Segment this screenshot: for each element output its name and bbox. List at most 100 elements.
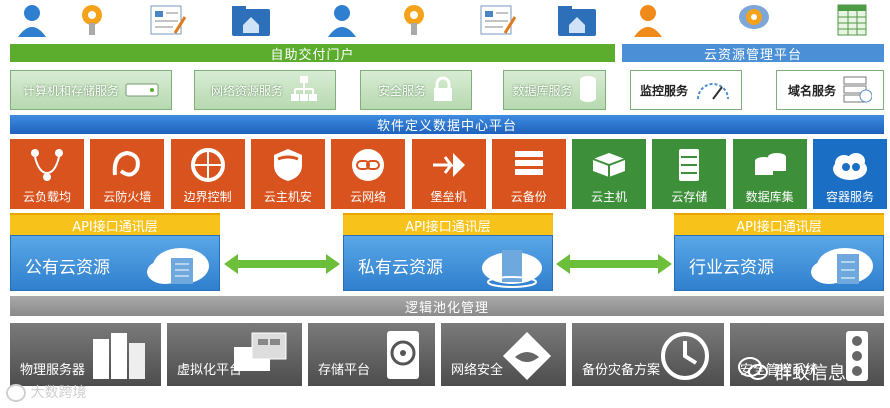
pool-title-bar: 逻辑池化管理 [10, 296, 884, 316]
sddc-title: 软件定义数据中心平台 [376, 119, 517, 134]
service-label: 安全服务 [377, 83, 426, 98]
tile-border-control[interactable]: 边界控制 [170, 139, 245, 209]
watermark-left: 大数跨境 [6, 382, 86, 402]
tile-firewall[interactable]: 云防火墙 [90, 139, 165, 209]
service-label: 数据库服务 [512, 83, 573, 98]
disk-icon [383, 329, 423, 387]
infra-net-security[interactable]: 网络安全 [441, 323, 566, 386]
api-layer-industry: API接口通讯层 [674, 213, 884, 235]
home-folder-icon[interactable] [556, 2, 596, 38]
cloud-building-icon [805, 240, 875, 293]
key-icon[interactable] [394, 2, 434, 38]
tile-load-balance[interactable]: 云负载均 [10, 139, 84, 209]
api-label: API接口通讯层 [405, 219, 491, 235]
service-dns[interactable]: 域名服务 [776, 70, 884, 110]
tile-bastion[interactable]: 堡垒机 [411, 139, 486, 209]
cloud-building-icon [474, 240, 544, 293]
traffic-light-icon [842, 329, 872, 387]
watermark-logo-icon [6, 384, 26, 402]
tile-container[interactable]: 容器服务 [813, 139, 887, 209]
tile-label: 容器服务 [825, 190, 874, 204]
public-cloud-box[interactable]: 公有云资源 [10, 235, 220, 291]
shield-icon [251, 145, 325, 185]
cloud-label: 公有云资源 [25, 258, 110, 278]
infra-label: 网络安全 [451, 363, 504, 378]
user-icon[interactable] [322, 2, 362, 38]
report-icon[interactable] [478, 2, 518, 38]
portal-title: 自助交付门户 [270, 47, 355, 63]
cloud-label: 行业云资源 [689, 258, 774, 278]
tile-label: 堡垒机 [430, 190, 467, 204]
user-icon[interactable] [628, 2, 668, 38]
backup-icon [492, 145, 566, 185]
server-icon [125, 80, 159, 101]
load-balance-icon [10, 145, 84, 185]
lock-icon [432, 76, 454, 105]
service-label: 网络资源服务 [210, 83, 283, 98]
infra-backup-plan[interactable]: 备份灾备方案 [572, 323, 724, 386]
tile-shield[interactable]: 云主机安 [250, 139, 325, 209]
api-layer-private: API接口通讯层 [343, 213, 553, 235]
infra-physical-server[interactable]: 物理服务器 [10, 323, 161, 386]
tile-label: 云网络 [350, 190, 387, 204]
watermark-right: 群蚁信息 [738, 356, 846, 387]
tile-label: 数据库集 [745, 190, 794, 204]
tile-host[interactable]: 云主机 [572, 139, 647, 209]
infra-label: 虚拟化平台 [177, 363, 243, 378]
spreadsheet-icon[interactable] [832, 2, 872, 38]
gauge-icon [694, 75, 732, 106]
virtualization-icon [230, 329, 290, 385]
storage-icon [652, 145, 726, 185]
tile-label: 云负载均 [22, 190, 71, 204]
infra-label: 备份灾备方案 [582, 363, 661, 378]
tile-label: 云主机安 [263, 190, 312, 204]
sddc-title-bar: 软件定义数据中心平台 [10, 115, 884, 134]
tile-chain[interactable]: 云网络 [331, 139, 406, 209]
cloud-label: 私有云资源 [358, 258, 443, 278]
infra-label: 物理服务器 [20, 363, 86, 378]
tile-storage[interactable]: 云存储 [652, 139, 727, 209]
infra-virtualization[interactable]: 虚拟化平台 [167, 323, 302, 386]
wechat-icon [738, 356, 768, 387]
net-security-icon [500, 329, 554, 387]
tile-db-cluster[interactable]: 数据库集 [732, 139, 807, 209]
tile-label: 云备份 [510, 190, 547, 204]
tile-label: 云存储 [671, 190, 708, 204]
border-control-icon [171, 145, 245, 185]
service-label: 监控服务 [639, 83, 688, 98]
service-monitor[interactable]: 监控服务 [630, 70, 742, 110]
api-layer-public: API接口通讯层 [10, 213, 220, 235]
container-icon [813, 145, 887, 185]
user-icon[interactable] [12, 2, 52, 38]
infra-disk[interactable]: 存储平台 [308, 323, 435, 386]
service-network[interactable]: 网络资源服务 [194, 70, 336, 110]
pool-title: 逻辑池化管理 [404, 300, 489, 316]
report-icon[interactable] [148, 2, 188, 38]
host-icon [572, 145, 646, 185]
key-icon[interactable] [734, 2, 774, 38]
cloud-building-icon [141, 240, 211, 293]
service-security[interactable]: 安全服务 [360, 70, 472, 110]
chain-icon [331, 145, 405, 185]
double-arrow-icon [222, 252, 342, 280]
industry-cloud-box[interactable]: 行业云资源 [674, 235, 884, 291]
cloud-mgmt-title-bar: 云资源管理平台 [622, 44, 884, 63]
infra-label: 安全管控系统 [740, 363, 819, 378]
api-label: API接口通讯层 [72, 219, 158, 235]
private-cloud-box[interactable]: 私有云资源 [343, 235, 553, 291]
tile-label: 边界控制 [183, 190, 232, 204]
service-compute-storage[interactable]: 计算机和存储服务 [10, 70, 172, 110]
tile-label: 云防火墙 [103, 190, 152, 204]
service-label: 计算机和存储服务 [22, 83, 119, 98]
database-icon [579, 75, 597, 106]
tile-backup[interactable]: 云备份 [491, 139, 566, 209]
service-database[interactable]: 数据库服务 [503, 70, 606, 110]
key-icon[interactable] [72, 2, 112, 38]
bastion-icon [412, 145, 486, 185]
home-folder-icon[interactable] [230, 2, 270, 38]
api-label: API接口通讯层 [736, 219, 822, 235]
dns-icon [842, 74, 873, 107]
infra-label: 存储平台 [318, 363, 371, 378]
network-icon [289, 74, 319, 107]
service-label: 域名服务 [787, 83, 836, 98]
